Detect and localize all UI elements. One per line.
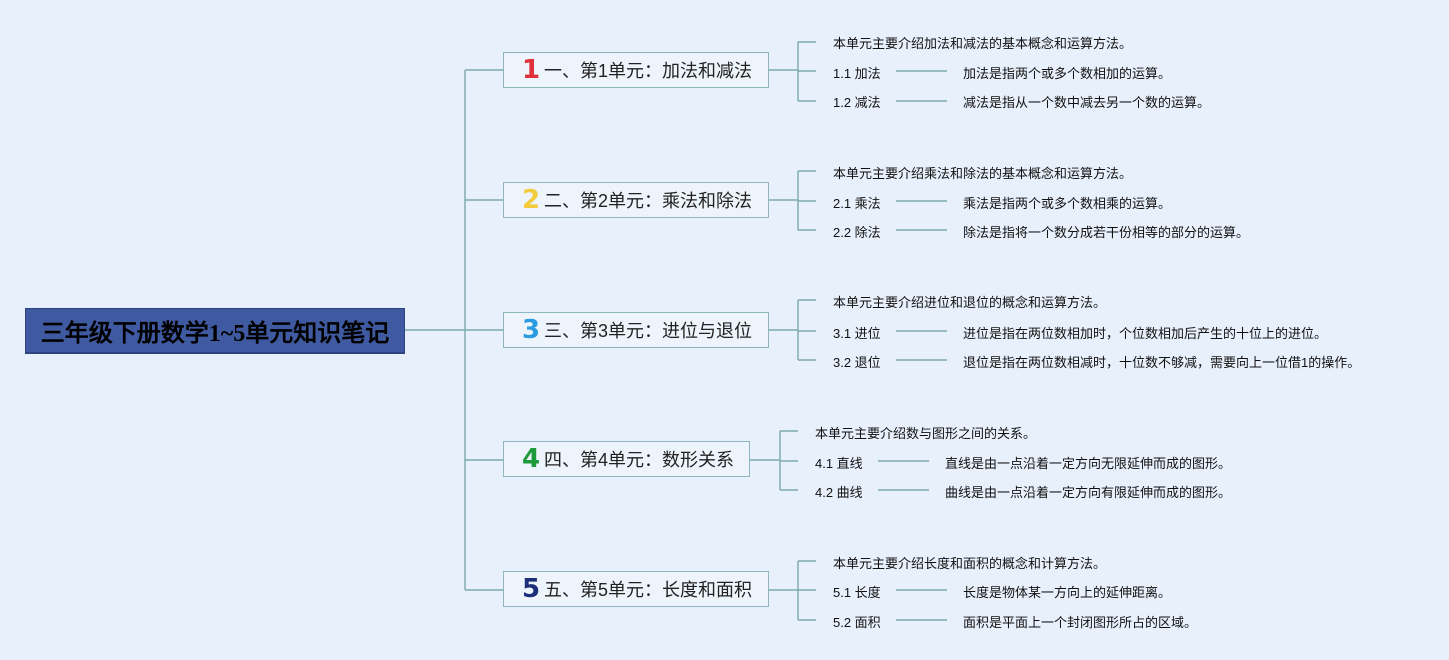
unit-2-number-icon: 2 xyxy=(522,185,541,215)
unit-1-intro: 本单元主要介绍加法和减法的基本概念和运算方法。 xyxy=(833,36,1133,51)
unit-5-number-icon: 5 xyxy=(522,574,541,604)
unit-4-item-2-desc: 曲线是由一点沿着一定方向有限延伸而成的图形。 xyxy=(945,485,1232,500)
unit-3-item-1-label: 3.1 进位 xyxy=(833,326,881,341)
unit-4-item-2-label: 4.2 曲线 xyxy=(815,485,863,500)
unit-5-item-1-desc: 长度是物体某一方向上的延伸距离。 xyxy=(963,585,1172,600)
unit-5-intro: 本单元主要介绍长度和面积的概念和计算方法。 xyxy=(833,556,1107,571)
unit-5-node[interactable]: 5 五、第5单元：长度和面积 xyxy=(503,571,769,607)
root-title: 三年级下册数学1~5单元知识笔记 xyxy=(25,308,405,353)
unit-2-node[interactable]: 2 二、第2单元：乘法和除法 xyxy=(503,182,769,218)
unit-3-node[interactable]: 3 三、第3单元：进位与退位 xyxy=(503,312,769,348)
unit-4-number-icon: 4 xyxy=(522,444,541,474)
unit-1-item-1-label: 1.1 加法 xyxy=(833,66,881,81)
unit-3-item-2-desc: 退位是指在两位数相减时，十位数不够减，需要向上一位借1的操作。 xyxy=(963,355,1361,370)
unit-1-item-2-label: 1.2 减法 xyxy=(833,95,881,110)
unit-1-number-icon: 1 xyxy=(522,55,541,85)
unit-2-item-2-label: 2.2 除法 xyxy=(833,225,881,240)
unit-5-item-1-label: 5.1 长度 xyxy=(833,585,881,600)
unit-2-intro: 本单元主要介绍乘法和除法的基本概念和运算方法。 xyxy=(833,166,1133,181)
unit-2-title: 二、第2单元：乘法和除法 xyxy=(544,191,753,211)
unit-4-intro: 本单元主要介绍数与图形之间的关系。 xyxy=(815,426,1037,441)
unit-3-intro: 本单元主要介绍进位和退位的概念和运算方法。 xyxy=(833,295,1107,310)
unit-1-node[interactable]: 1 一、第1单元：加法和减法 xyxy=(503,52,769,88)
unit-4-item-1-label: 4.1 直线 xyxy=(815,456,863,471)
unit-3-title: 三、第3单元：进位与退位 xyxy=(544,321,753,341)
unit-5-item-2-desc: 面积是平面上一个封闭图形所占的区域。 xyxy=(963,615,1198,630)
unit-3-item-1-desc: 进位是指在两位数相加时，个位数相加后产生的十位上的进位。 xyxy=(963,326,1328,341)
unit-5-title: 五、第5单元：长度和面积 xyxy=(544,580,753,600)
unit-4-item-1-desc: 直线是由一点沿着一定方向无限延伸而成的图形。 xyxy=(945,456,1232,471)
unit-2-item-2-desc: 除法是指将一个数分成若干份相等的部分的运算。 xyxy=(963,225,1250,240)
unit-1-title: 一、第1单元：加法和减法 xyxy=(544,61,753,81)
unit-4-node[interactable]: 4 四、第4单元：数形关系 xyxy=(503,441,750,477)
unit-3-item-2-label: 3.2 退位 xyxy=(833,355,881,370)
unit-1-item-1-desc: 加法是指两个或多个数相加的运算。 xyxy=(963,66,1172,81)
unit-5-item-2-label: 5.2 面积 xyxy=(833,615,881,630)
unit-1-item-2-desc: 减法是指从一个数中减去另一个数的运算。 xyxy=(963,95,1211,110)
unit-2-item-1-desc: 乘法是指两个或多个数相乘的运算。 xyxy=(963,196,1172,211)
unit-4-title: 四、第4单元：数形关系 xyxy=(544,450,735,470)
unit-3-number-icon: 3 xyxy=(522,315,541,345)
unit-2-item-1-label: 2.1 乘法 xyxy=(833,196,881,211)
